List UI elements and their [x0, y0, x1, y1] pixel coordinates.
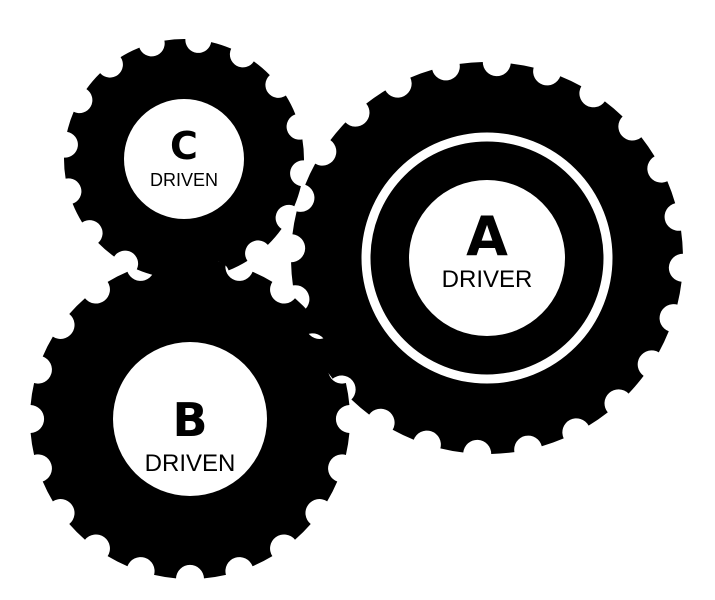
gear-a-hub	[409, 180, 565, 336]
gear-c-hub	[124, 99, 244, 219]
gear-c: C DRIVEN	[64, 39, 304, 279]
gear-a-role: DRIVER	[442, 266, 533, 293]
gear-a-ring	[361, 132, 613, 384]
gear-b-hub	[113, 342, 267, 496]
gear-c-role: DRIVEN	[150, 170, 218, 190]
gear-b-role: DRIVEN	[145, 450, 236, 477]
gear-c-letter: C	[170, 124, 198, 168]
gear-a-letter: A	[466, 205, 508, 268]
gear-b: B DRIVEN	[30, 259, 350, 579]
gear-b-letter: B	[172, 393, 207, 447]
gear-a: A DRIVER	[291, 62, 683, 454]
